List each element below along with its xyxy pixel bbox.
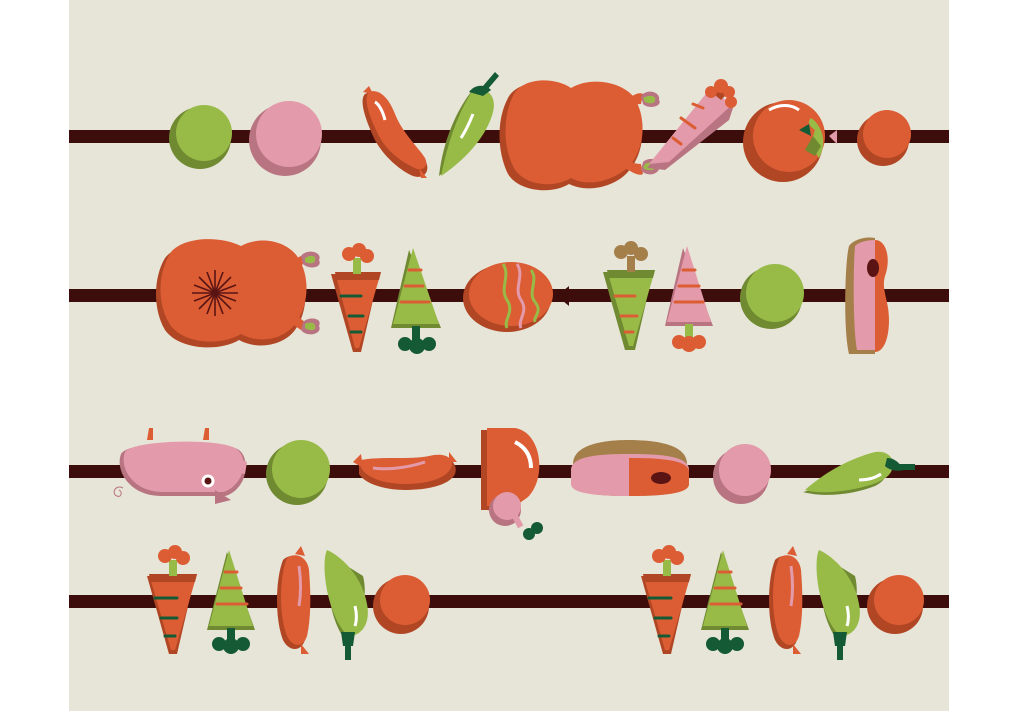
orange-ball — [857, 110, 911, 166]
skewer-tip — [557, 286, 569, 306]
carrot — [147, 545, 197, 654]
roast-chicken — [499, 80, 660, 191]
sausage — [362, 86, 428, 178]
easter-egg — [463, 262, 553, 332]
green-pepper — [324, 550, 368, 660]
pink-broccoli — [665, 246, 713, 352]
skewer-row-2 — [69, 237, 949, 354]
ham-leg — [481, 428, 543, 540]
green-pepper — [816, 550, 860, 660]
skewer-row-3 — [69, 428, 949, 540]
sausage — [353, 452, 457, 490]
carrot — [331, 243, 381, 352]
pink-ball — [249, 101, 322, 176]
green-ball — [266, 440, 330, 505]
skewer-row-4 — [69, 545, 949, 660]
orange-ball — [867, 575, 924, 634]
skewer-row-1 — [69, 72, 949, 191]
skewers-illustration: #bg { fill: #e7e4d8; } .stick, .stickfil… — [69, 0, 949, 711]
roast-chicken — [156, 239, 320, 348]
skewer-stick — [69, 595, 949, 608]
green-pepper — [439, 72, 499, 176]
carrot — [641, 545, 691, 654]
sausage — [769, 546, 803, 654]
green-broccoli — [207, 550, 255, 654]
ham-slice — [845, 237, 889, 354]
tomato — [743, 100, 837, 182]
green-broccoli — [391, 248, 441, 354]
orange-ball — [373, 575, 430, 634]
illustration-panel: #bg { fill: #e7e4d8; } .stick, .stickfil… — [69, 0, 949, 711]
green-ball — [169, 105, 232, 169]
green-broccoli — [701, 550, 749, 654]
green-pepper — [803, 451, 915, 495]
sausage — [277, 546, 311, 654]
star-decoration — [192, 270, 238, 316]
pink-carrot — [647, 79, 737, 170]
green-ball — [740, 264, 804, 329]
pig — [113, 428, 247, 504]
green-carrot — [603, 241, 655, 350]
steak — [571, 440, 689, 496]
pink-ball — [713, 444, 771, 504]
